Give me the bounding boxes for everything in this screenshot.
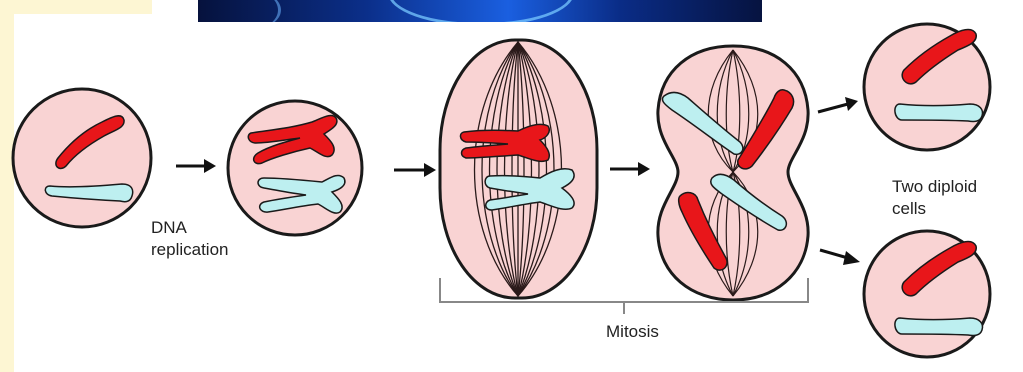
arrow-3 [610, 162, 650, 176]
anaphase-cell [658, 46, 808, 300]
arrow-up-to-daughter [818, 97, 858, 112]
daughter-cell-2 [864, 231, 990, 357]
parent-cell [13, 89, 151, 227]
replicated-cell [228, 101, 362, 235]
diploid-cells-label-line1: Two diploid [892, 177, 977, 197]
metaphase-cell [440, 40, 597, 298]
dna-replication-label-line1: DNA [151, 218, 187, 238]
arrow-down-to-daughter [820, 250, 860, 265]
arrow-1 [176, 159, 216, 173]
cyan-chromosome [895, 104, 983, 121]
dna-replication-label-line2: replication [151, 240, 229, 260]
mitosis-label: Mitosis [606, 322, 659, 342]
arrow-2 [394, 163, 436, 177]
daughter-cell-1 [864, 24, 990, 150]
cyan-chromosome [895, 318, 983, 335]
diploid-cells-label-line2: cells [892, 199, 926, 219]
